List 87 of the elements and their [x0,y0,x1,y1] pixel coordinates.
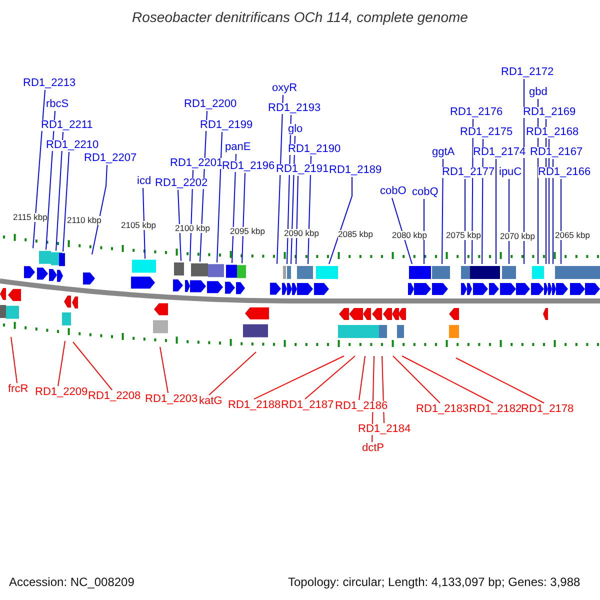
gene-label: RD1_2208 [88,391,141,402]
leader-line [276,94,284,264]
gene-label: RD1_2175 [460,127,513,138]
leader-line [254,356,344,400]
gene-label: RD1_2203 [145,394,198,405]
leader-line [216,132,222,263]
leader-line [142,188,146,260]
gene-label: frcR [8,384,28,395]
gene-label: oxyR [272,83,298,94]
gene-label: RD1_2186 [335,401,388,412]
leader-line [160,346,168,394]
gene-label: RD1_2210 [46,140,99,151]
gene-label: dctP [362,443,384,454]
gene-label: RD1_2177 [442,167,495,178]
gene-label: RD1_2193 [268,103,321,114]
leader-line [92,164,108,255]
gene-label: RD1_2196 [222,161,275,172]
leader-line [552,158,554,264]
leader-line [242,172,246,264]
scale-label: 2065 kbp [555,231,590,240]
gene-label: RD1_2182 [469,404,522,415]
leader-line [32,90,46,249]
gene-label: RD1_2190 [288,144,341,155]
gene-label: RD1_2183 [416,404,469,415]
leader-line [392,198,412,264]
gene-label: RD1_2176 [450,107,503,118]
leader-line [560,178,562,264]
gene-label: RD1_2189 [329,165,382,176]
leader-line [508,178,510,264]
gene-label: RD1_2178 [521,404,574,415]
leader-line [402,356,494,404]
leader-line [442,158,444,264]
scale-label: 2090 kbp [284,229,319,238]
diagram-title: Roseobacter denitrificans OCh 114, complete genome [131,10,469,24]
leader-line [456,358,544,404]
gene-label: RD1_2200 [184,99,237,110]
leader-line [358,356,366,400]
accession-text: Accession: NC_008209 [9,576,134,588]
scale-label: 2110 kbp [67,216,102,224]
scale-label: 2095 kbp [230,227,265,236]
gene-label: ggtA [432,147,455,158]
gene-label: katG [199,396,222,407]
gene-label: icd [137,176,152,187]
leader-line [304,356,356,400]
gene-label: RD1_2184 [358,424,411,435]
scale-label: 2105 kbp [121,221,156,230]
gene-label: RD1_2166 [538,167,591,178]
gene-label: RD1_2168 [526,127,579,138]
gene-label: cobQ [412,187,438,198]
gene-label: rbcS [46,99,69,110]
gene-label: RD1_2209 [35,387,88,398]
gene-label: glo [288,124,303,135]
gene-label: RD1_2199 [200,120,253,131]
gene-label: RD1_2187 [281,400,334,411]
leader-line [464,178,466,264]
genome-info-text: Topology: circular; Length: 4,133,097 bp; Genes: 3,988 [288,576,580,588]
leader-line [10,336,18,384]
gene-label: RD1_2169 [523,107,576,118]
gene-label: RD1_2202 [155,178,208,189]
gene-label: gbd [529,87,548,98]
gene-label: cobO [380,186,406,197]
scale-label: 2100 kbp [175,224,210,232]
gene-label: RD1_2174 [473,147,526,158]
leader-line [178,190,182,262]
leader-line [392,356,440,404]
leader-line [62,152,70,252]
gene-label: RD1_2207 [84,153,137,164]
scale-label: 2075 kbp [446,231,481,240]
scale-label: 2080 kbp [392,231,427,240]
gene-label: panE [225,142,251,153]
leader-line [58,340,66,386]
scale-label: 2070 kbp [500,232,535,240]
leader-line [296,176,298,264]
scale-label: 2085 kbp [338,230,373,238]
gene-label: RD1_2172 [501,67,554,78]
gene-label: RD1_2188 [228,400,281,411]
gene-label: RD1_2201 [170,158,223,169]
leader-line [328,176,352,264]
gene-label: RD1_2213 [23,78,76,89]
gene-label: RD1_2211 [41,120,93,131]
gene-label: RD1_2191 [276,164,329,175]
leader-line [208,352,256,396]
gene-label: ipuC [499,167,522,178]
leader-line [72,342,112,390]
scale-label: 2115 kbp [13,213,48,222]
gene-label: RD1_2167 [530,147,583,158]
leader-line [56,132,64,252]
